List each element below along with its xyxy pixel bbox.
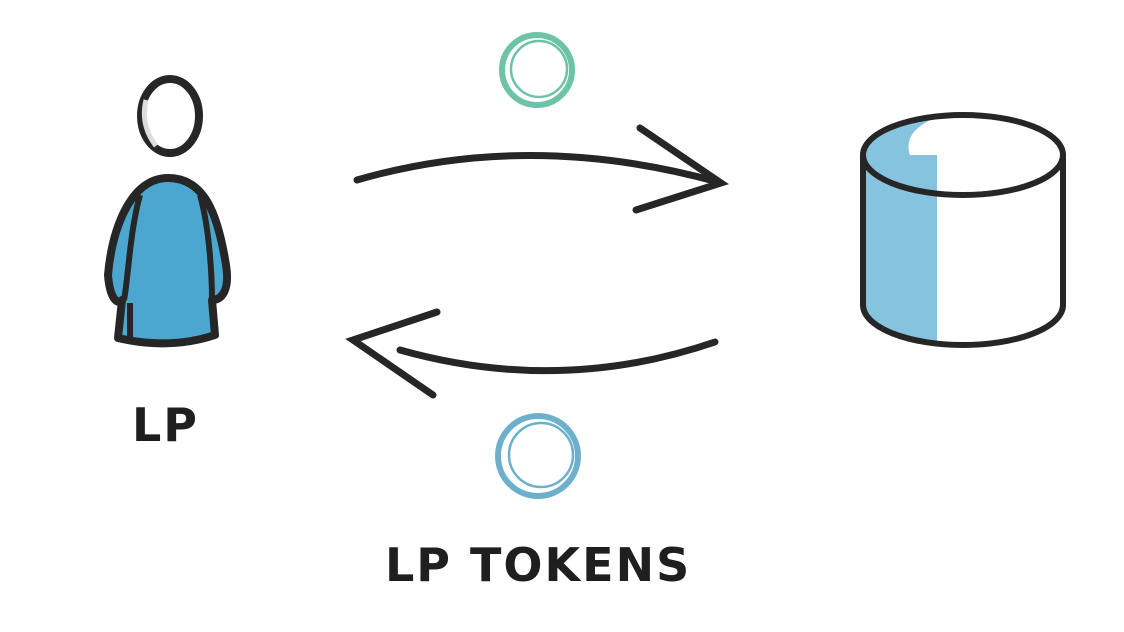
lp-tokens-label: LP TOKENS — [385, 538, 692, 592]
liquidity-pool-icon — [860, 112, 1066, 348]
deposit-arrow-icon — [353, 124, 729, 214]
top-coin-icon — [499, 32, 575, 108]
withdraw-arrow-icon — [345, 308, 719, 399]
lp-token-coin-icon — [495, 413, 581, 499]
lp-label: LP — [132, 398, 200, 452]
lp-person-icon — [104, 75, 231, 348]
